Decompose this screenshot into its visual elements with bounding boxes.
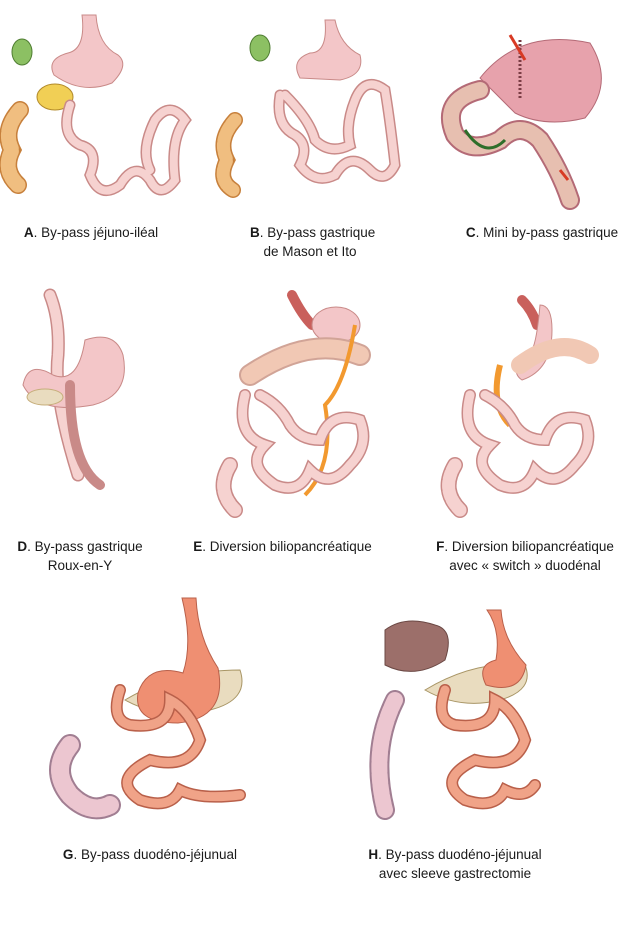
pancreas [26, 388, 64, 406]
panel-h-caption: H. By-pass duodéno-jéjunual avec sleeve … [368, 847, 542, 881]
panel-c-illustration: C. Mini by-pass gastrique [420, 0, 629, 245]
stomach [479, 39, 602, 123]
panel-h-illustration: H. By-pass duodéno-jéjunual avec sleeve … [355, 590, 629, 881]
panel-c-caption: C. Mini by-pass gastrique [465, 225, 619, 240]
panel-f-illustration: F. Diversion biliopancréatique avec « sw… [410, 285, 629, 573]
panel-e-caption: E. Diversion biliopancréatique [193, 539, 372, 554]
panel-f-caption: F. Diversion biliopancréatique avec « sw… [436, 539, 614, 573]
gallbladder [11, 38, 33, 66]
panel-b-caption: B. By-pass gastrique de Mason et Ito [250, 225, 376, 259]
food-arrow [508, 34, 527, 61]
panel-d-illustration: D. By-pass gastrique Roux-en-Y [0, 285, 210, 573]
stomach [296, 19, 362, 81]
panel-e-illustration: E. Diversion biliopancréatique [193, 285, 410, 570]
liver [384, 620, 449, 672]
pancreas [36, 83, 74, 111]
panel-d-caption: D. By-pass gastrique Roux-en-Y [17, 539, 143, 573]
gallbladder [249, 34, 271, 62]
pancreas [511, 338, 599, 374]
stomach [51, 14, 124, 88]
panel-a-illustration: A. By-pass jéjuno-iléal [0, 0, 210, 240]
flow-arrow [463, 129, 507, 150]
panel-a-caption: A. By-pass jéjuno-iléal [23, 225, 159, 240]
panel-b-illustration: B. By-pass gastrique de Mason et Ito [210, 0, 420, 262]
panel-g-caption: G. By-pass duodéno-jéjunual [62, 847, 238, 862]
panel-g-illustration: G. By-pass duodéno-jéjunual [49, 590, 280, 880]
stomach [482, 609, 527, 688]
